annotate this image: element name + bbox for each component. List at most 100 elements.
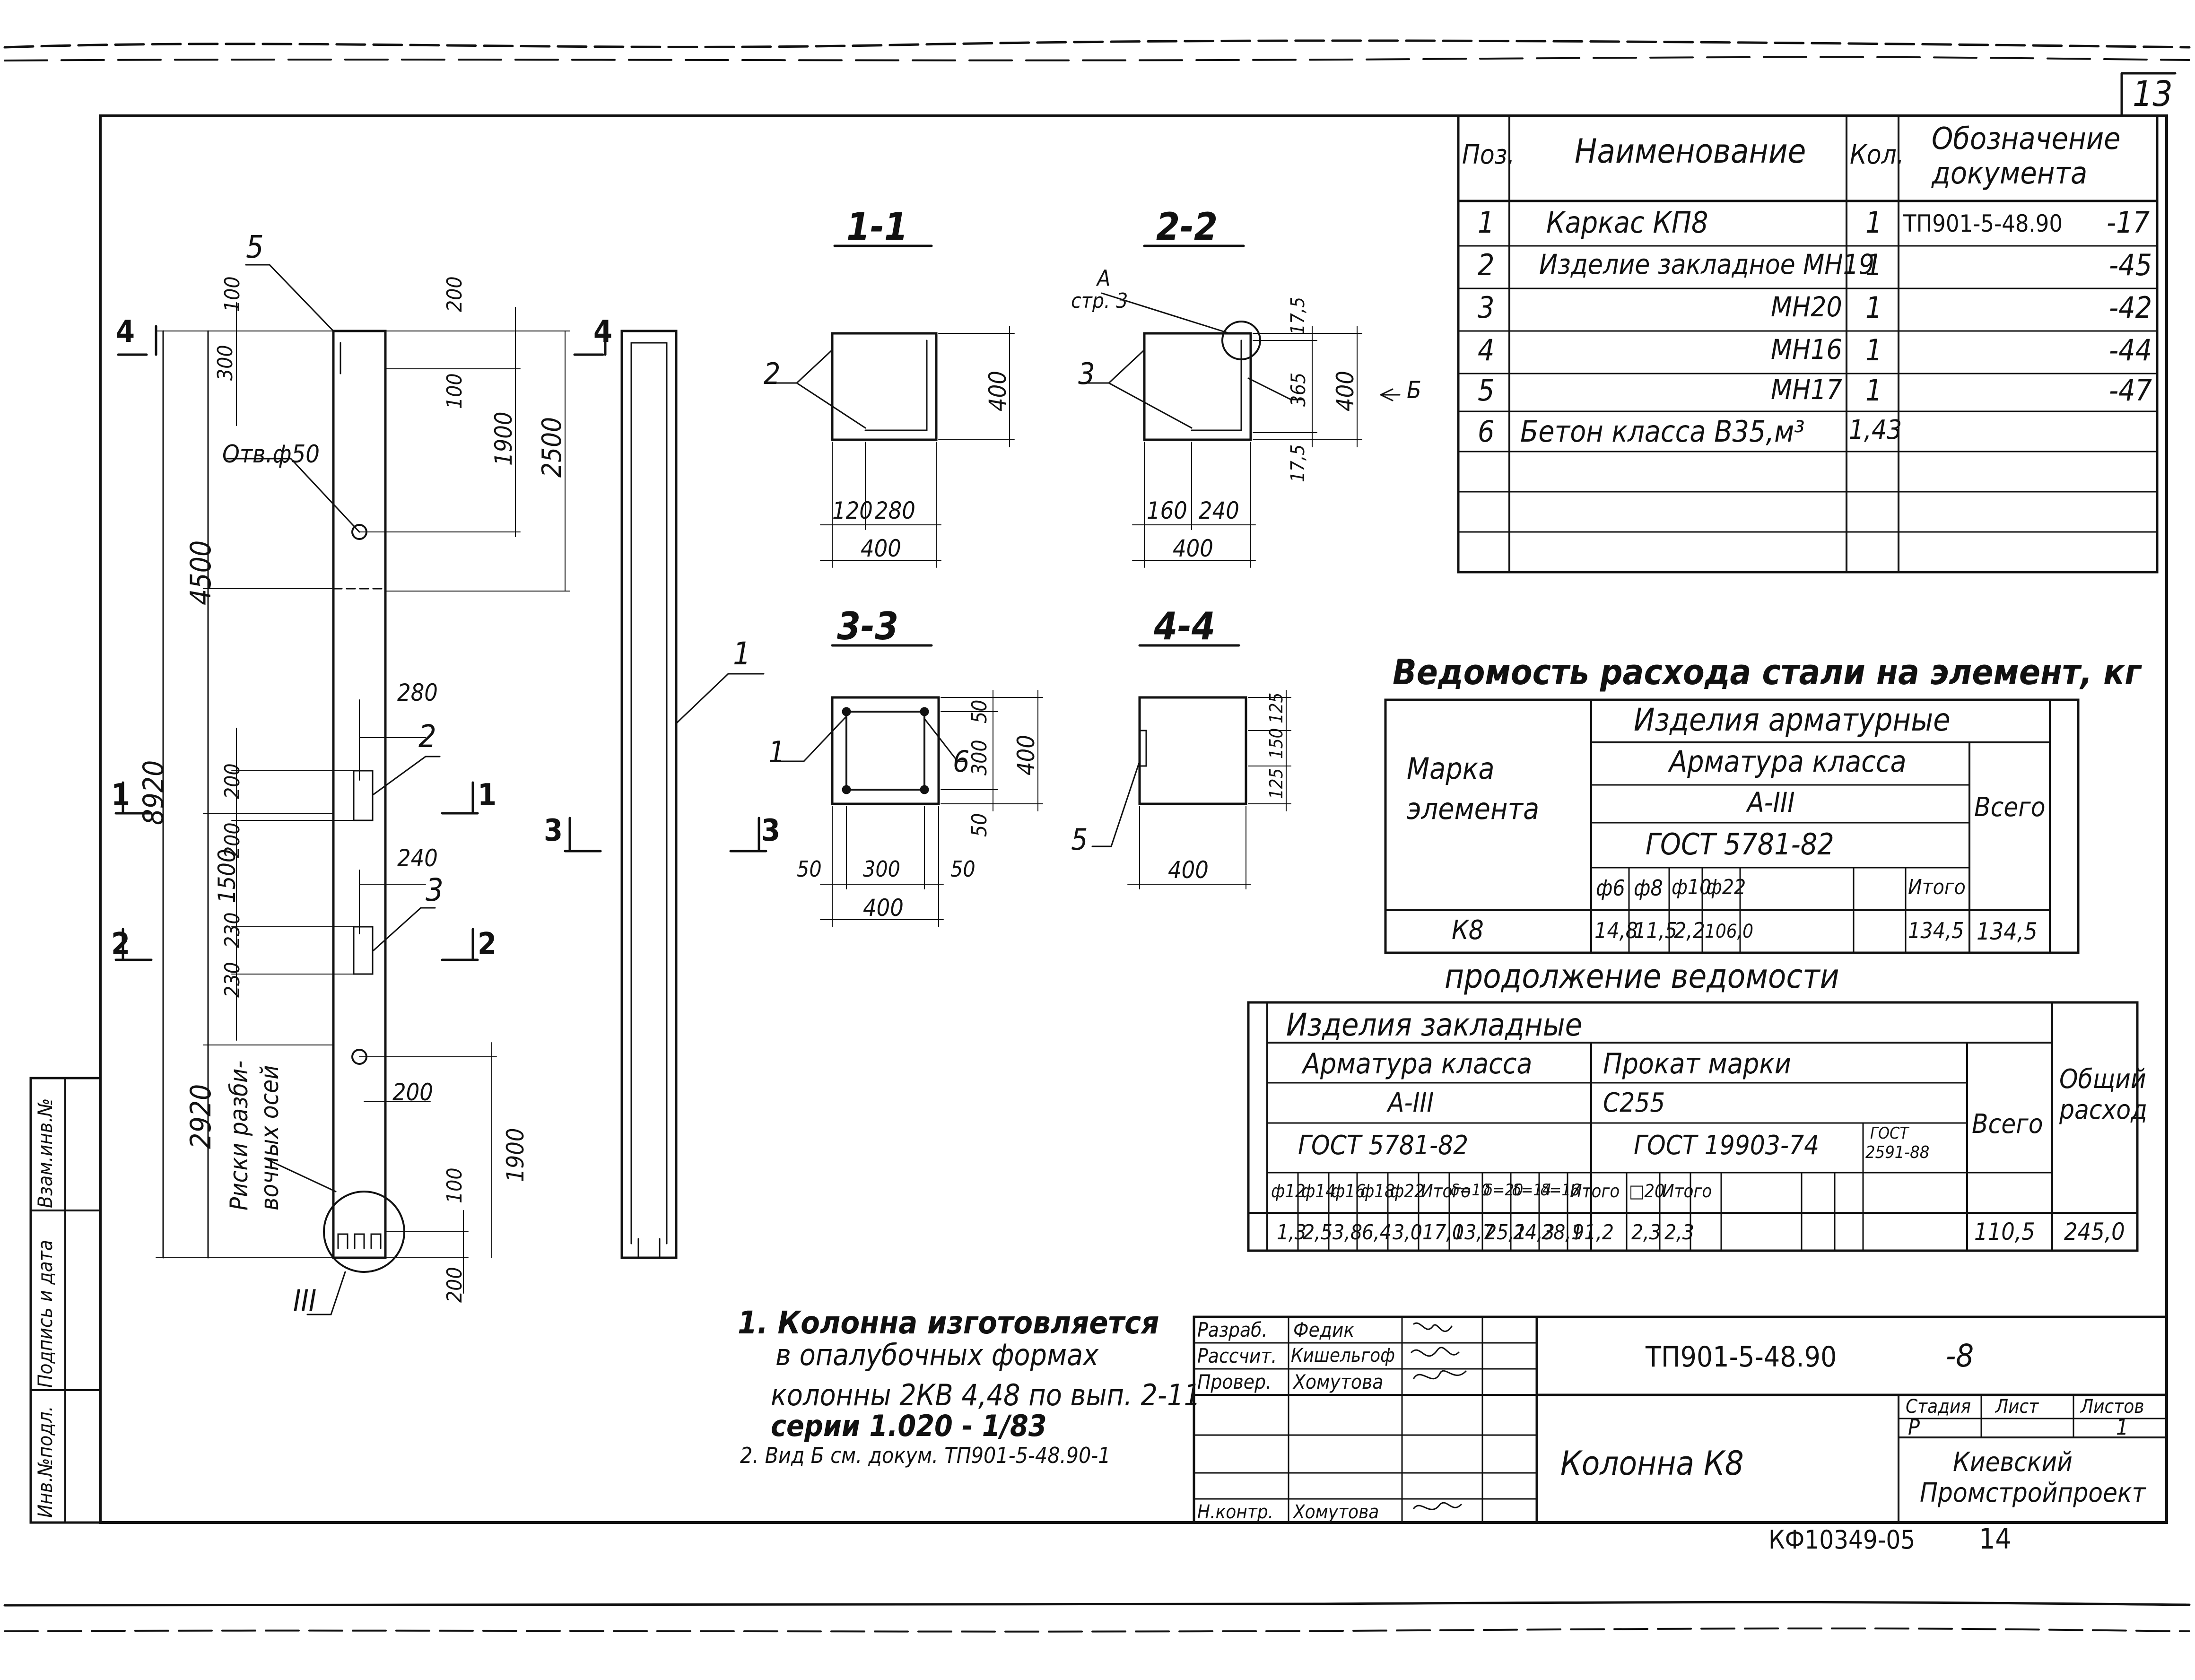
steel2-val-d14: 24,3 [1513,1220,1555,1245]
steel1-group1: Изделия арматурные [1634,702,1951,738]
s22-dim-total: 400 [1173,535,1213,562]
spec-row-5-pos: 5 [1478,373,1495,408]
note-1-line-3: колонны 2КВ 4,48 по вып. 2-11 [771,1378,1201,1412]
s22-dim-height: 400 [1332,371,1359,411]
spec-header-qty: Кол. [1850,139,1904,170]
steel2-col-f12: ф12 [1271,1181,1306,1201]
spec-row-5-suffix: -47 [2109,373,2152,408]
s44-dim-v2: 150 [1266,728,1287,759]
steel2-val-total-a: 17,0 [1422,1220,1464,1245]
s33-pos-1: 1 [768,735,785,769]
s44-dim-width: 400 [1168,856,1209,884]
steel2-val-f16: 3,8 [1333,1220,1362,1245]
tb-org-1: Киевский [1953,1447,2073,1478]
tb-sheet-header: Лист [1995,1396,2039,1418]
steel2-col-total-a: Итого [1421,1181,1471,1201]
spec-row-1-pos: 1 [1478,205,1495,240]
spec-row-6-qty: 1,43 [1849,415,1902,445]
spec-row-3-pos: 3 [1478,290,1495,325]
steel2-col-f16: ф16 [1331,1181,1366,1201]
steel2-val-d10: 13,7 [1453,1220,1495,1245]
steel1-col-total: Итого [1908,875,1966,899]
tb-name-2: Кишельгоф [1291,1345,1395,1367]
col-callout-2: 2 [418,718,436,755]
spec-row-2-name: Изделие закладное МН19 [1539,248,1874,280]
steel1-col-f8: ф8 [1634,875,1663,901]
tb-name-3: Хомутова [1293,1370,1384,1393]
tb-doc-code: ТП901-5-48.90 [1646,1341,1837,1374]
col-dim-200-bottom: 200 [443,1267,467,1303]
tb-name-1: Федик [1293,1318,1355,1341]
steel2-group: Изделия закладные [1286,1007,1583,1043]
section-mark-3-right: 3 [761,813,781,848]
steel-title: Ведомость расхода стали на элемент, кг [1393,652,2142,693]
steel1-col-f6: ф6 [1596,875,1625,901]
section-mark-1-left: 1 [111,778,131,813]
archive-page: 14 [1979,1523,2012,1556]
section-3-3-title: 3-3 [837,604,899,648]
col-dim-300-top: 300 [213,345,237,381]
spec-row-1-suffix: -17 [2107,205,2150,240]
tb-stage-header: Стадия [1906,1396,1971,1418]
tb-role-1: Разраб. [1197,1318,1268,1341]
spec-row-4-qty: 1 [1865,333,1882,367]
s44-pos-label: 5 [1071,822,1088,857]
steel1-grand-total: 134,5 [1977,918,2038,945]
steel2-val-sq20: 2,3 [1631,1220,1661,1245]
tb-org-2: Промстройпроект [1920,1478,2146,1508]
s44-dim-v1: 125 [1266,692,1287,723]
section-mark-3-left: 3 [544,813,563,848]
s11-dim-total: 400 [861,535,901,562]
steel1-val-f10: 2,2 [1674,918,1705,943]
steel2-armature-header: Арматура класса [1303,1047,1533,1080]
col-hole-label: Отв.ф50 [222,440,320,469]
s33-dim-v2: 300 [967,740,992,775]
spec-row-6-name: Бетон класса В35,м³ [1520,414,1805,449]
steel2-val-d16: 28,1 [1542,1220,1584,1245]
s33-dim-c: 50 [950,856,976,882]
steel2-val-total-c: 2,3 [1664,1220,1694,1245]
steel2-overall: 245,0 [2064,1218,2125,1245]
note-2: 2. Вид Б см. докум. ТП901-5-48.90-1 [740,1443,1111,1468]
steel2-gost1: ГОСТ 5781-82 [1298,1130,1469,1161]
section-2-2-title: 2-2 [1156,205,1218,249]
spec-row-2-suffix: -45 [2109,248,2152,282]
steel1-val-total: 134,5 [1908,918,1964,943]
spec-row-6-pos: 6 [1478,414,1495,449]
section-mark-1-right: 1 [478,778,497,813]
steel2-col-d20: δ=20 [1484,1181,1524,1200]
steel1-col-f22: ф22 [1706,875,1746,899]
steel2-gost3-2: 2591-88 [1865,1143,1930,1162]
steel2-rolled-mark: С255 [1603,1088,1665,1118]
col-axis-note-1: Риски разби- [225,1060,253,1210]
steel2-val-total-b: 91,2 [1572,1220,1614,1245]
side-stamp-replace: Взам.инв.№ [34,1098,57,1208]
s22-callout-a: А [1097,265,1111,291]
steel2-col-sq20: □20 [1629,1181,1665,1201]
spec-header-name: Наименование [1575,132,1806,171]
col-dim-lower: 2920 [184,1084,218,1149]
s22-dim-mid: 365 [1287,372,1310,407]
steel2-total: 110,5 [1974,1218,2035,1245]
section-1-1-title: 1-1 [846,205,908,249]
steel1-row-mark: К8 [1452,915,1484,946]
s22-pos-label: 3 [1078,357,1095,391]
steel2-val-f14: 2,5 [1303,1220,1333,1245]
tb-sheets-header: Листов [2081,1396,2144,1418]
section-mark-2-left: 2 [111,927,131,962]
s33-pos-6: 6 [953,744,970,779]
s22-dim-bottom: 17,5 [1287,444,1309,482]
col-callout-1: 1 [733,635,751,672]
steel2-overall-header-1: Общий [2059,1064,2146,1095]
steel2-val-d20: 25,1 [1485,1220,1527,1245]
steel2-gost2: ГОСТ 19903-74 [1634,1130,1820,1161]
col-dim-200-c: 200 [392,1079,433,1106]
col-dim-2500: 2500 [537,417,567,478]
s33-dim-height: 400 [1012,735,1040,775]
note-1-line-1: 1. Колонна изготовляется [738,1305,1159,1341]
sheet-number: 13 [2133,74,2173,114]
steel2-col-f22: ф22 [1390,1181,1425,1201]
tb-role-2: Рассчит. [1197,1344,1277,1367]
continuation-title: продолжение ведомости [1445,957,1839,996]
